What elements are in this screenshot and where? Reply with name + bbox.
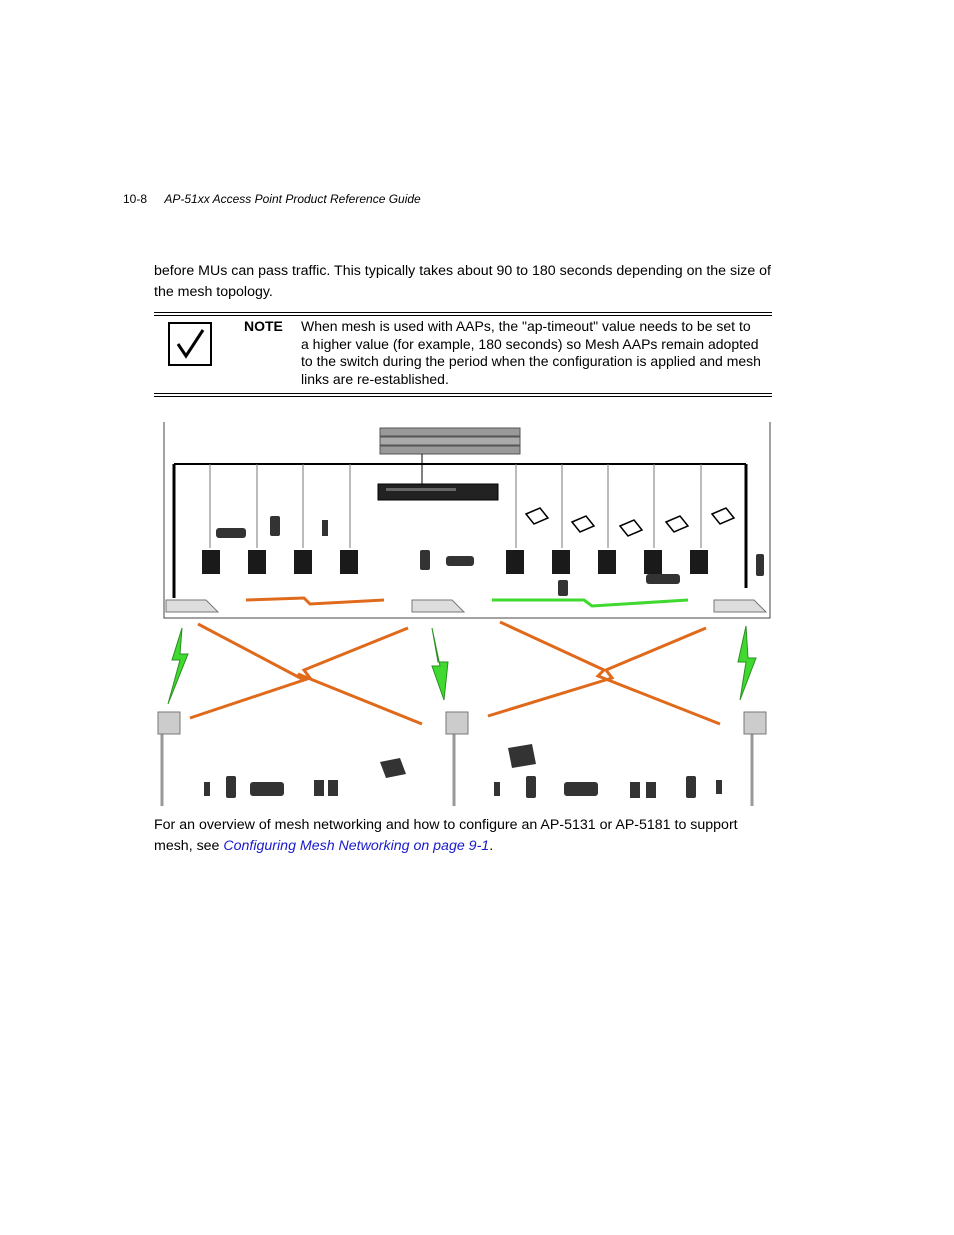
page-header: 10-8 AP-51xx Access Point Product Refere… bbox=[123, 192, 421, 206]
page-number: 10-8 bbox=[123, 192, 148, 206]
controller-ap-icons bbox=[165, 599, 768, 613]
switch-stack-icon bbox=[379, 427, 521, 455]
outro-end: . bbox=[489, 838, 494, 854]
mesh-links bbox=[189, 620, 721, 726]
outro-text: For an overview of mesh networking and h… bbox=[154, 817, 738, 854]
wireless-link-left bbox=[245, 596, 385, 606]
note-top-rule bbox=[154, 312, 772, 313]
configuring-mesh-link[interactable]: Configuring Mesh Networking on page 9-1 bbox=[223, 838, 490, 854]
laptop-icons bbox=[524, 507, 736, 537]
note-bottom-rule bbox=[154, 393, 772, 394]
mobile-device-icons bbox=[216, 516, 764, 596]
note-top-rule-2 bbox=[154, 315, 772, 316]
wired-area-frame bbox=[163, 422, 771, 619]
vertical-wireless-icons bbox=[167, 625, 757, 705]
access-port-icons bbox=[202, 550, 708, 574]
switch-icon bbox=[377, 483, 499, 501]
note-text: When mesh is used with AAPs, the "ap-tim… bbox=[301, 318, 761, 387]
bottom-device-icons bbox=[204, 744, 722, 798]
mesh-ap-icons bbox=[157, 711, 767, 735]
mesh-pole-icons bbox=[160, 734, 754, 806]
document-title: AP-51xx Access Point Product Reference G… bbox=[164, 192, 421, 206]
outro-paragraph: For an overview of mesh networking and h… bbox=[154, 815, 774, 857]
note-label: NOTE bbox=[244, 318, 283, 334]
note-bottom-rule-2 bbox=[154, 396, 772, 397]
wireless-link-right bbox=[492, 598, 689, 608]
mesh-network-diagram bbox=[154, 418, 774, 815]
intro-paragraph: before MUs can pass traffic. This typica… bbox=[154, 263, 771, 300]
checkmark-icon bbox=[168, 322, 212, 366]
